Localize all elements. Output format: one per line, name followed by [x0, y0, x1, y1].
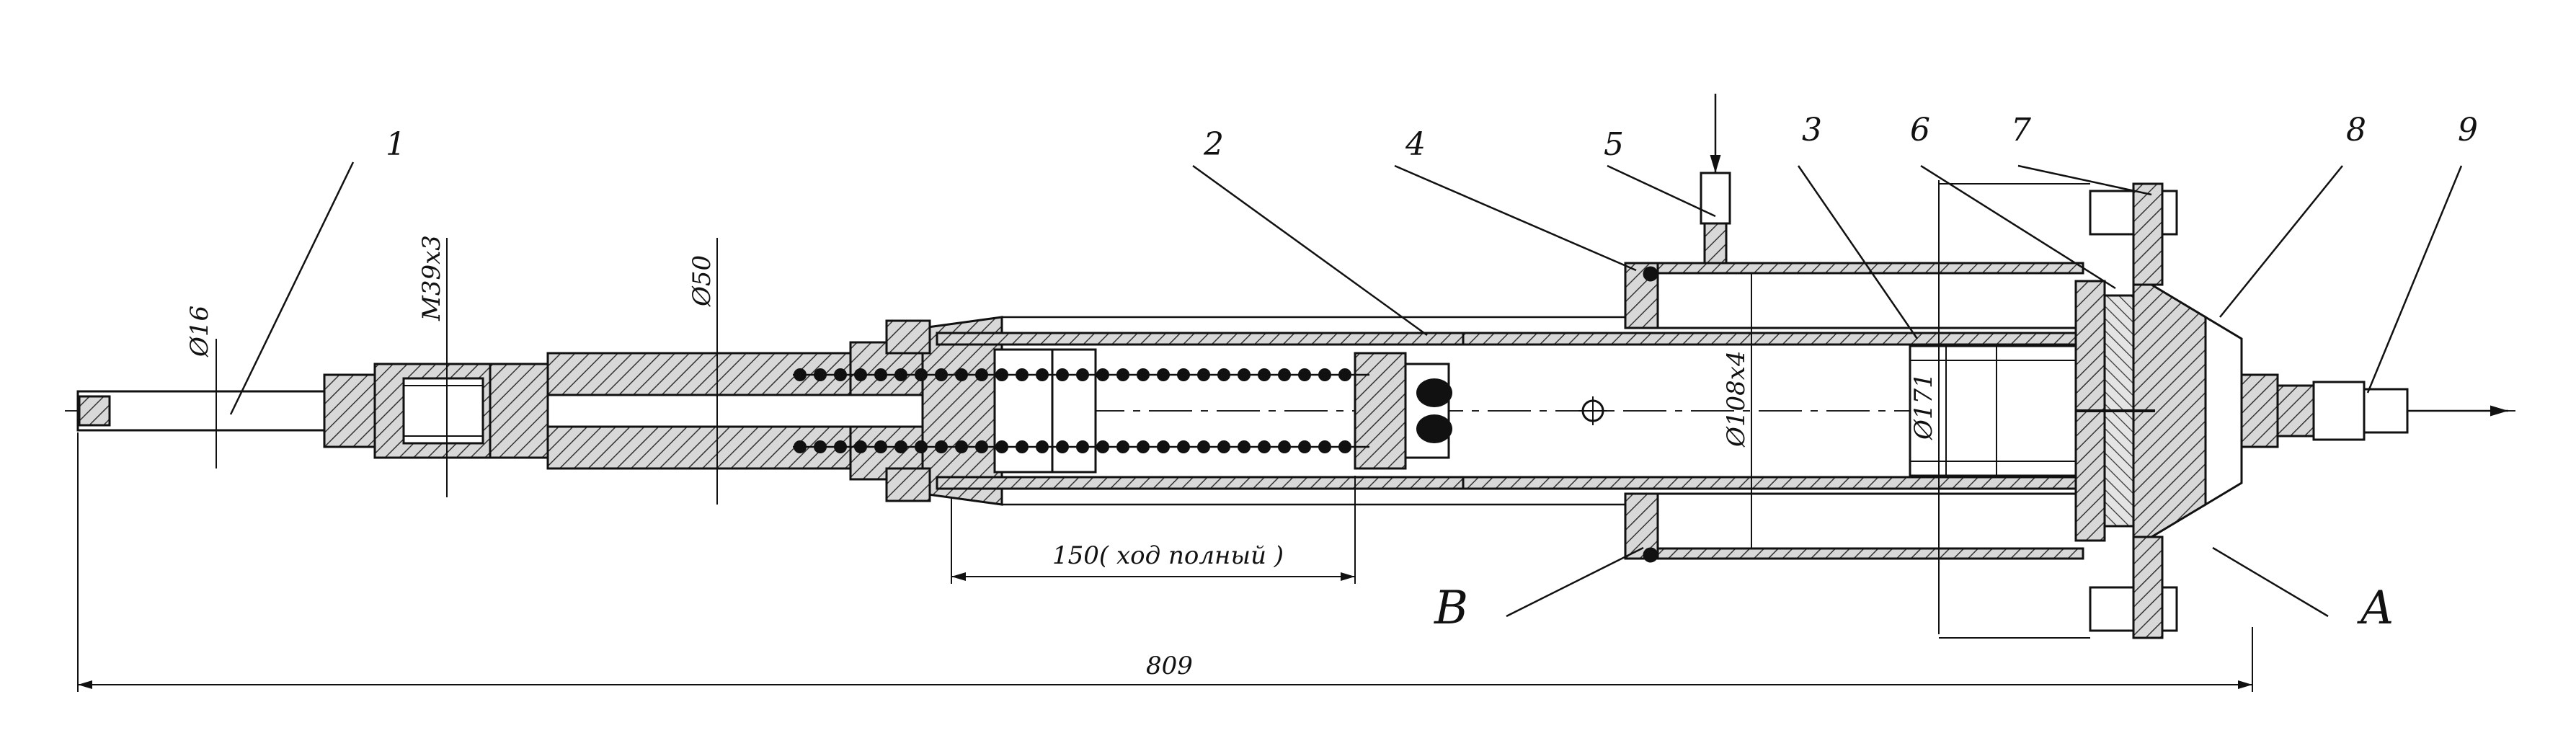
callout-3: 3: [1802, 112, 1822, 148]
rod-body: [546, 341, 924, 481]
rod-nut: [323, 363, 549, 459]
callout-a: A: [2357, 582, 2394, 635]
dim-total: 809: [1146, 652, 1193, 680]
leader-lines: [229, 161, 2463, 618]
dim-stroke: 150( ход полный ): [1052, 541, 1284, 570]
dim-d108: Ø108x4: [1722, 350, 1751, 448]
outlet-fitting: [2276, 381, 2508, 441]
dim-d171: Ø171: [1909, 373, 1938, 440]
diaphragm-assembly: [2074, 182, 2279, 639]
callout-5: 5: [1604, 126, 1624, 163]
callout-8: 8: [2346, 112, 2366, 148]
dim-d16: Ø16: [185, 306, 214, 357]
callout-7: 7: [2011, 112, 2031, 148]
callout-4: 4: [1405, 126, 1426, 163]
callout-2: 2: [1203, 126, 1224, 163]
callout-1: 1: [386, 126, 406, 163]
cylinder-housing: [1462, 262, 2084, 563]
callout-9: 9: [2458, 112, 2478, 148]
callout-b: B: [1434, 582, 1468, 635]
cylinder-2: [885, 316, 1629, 506]
dim-m39: M39x3: [417, 235, 446, 321]
dimension-lines: [77, 180, 2253, 692]
dim-d50: Ø50: [688, 255, 716, 307]
callout-6: 6: [1910, 112, 1930, 148]
inlet-valve: [1700, 94, 1731, 265]
